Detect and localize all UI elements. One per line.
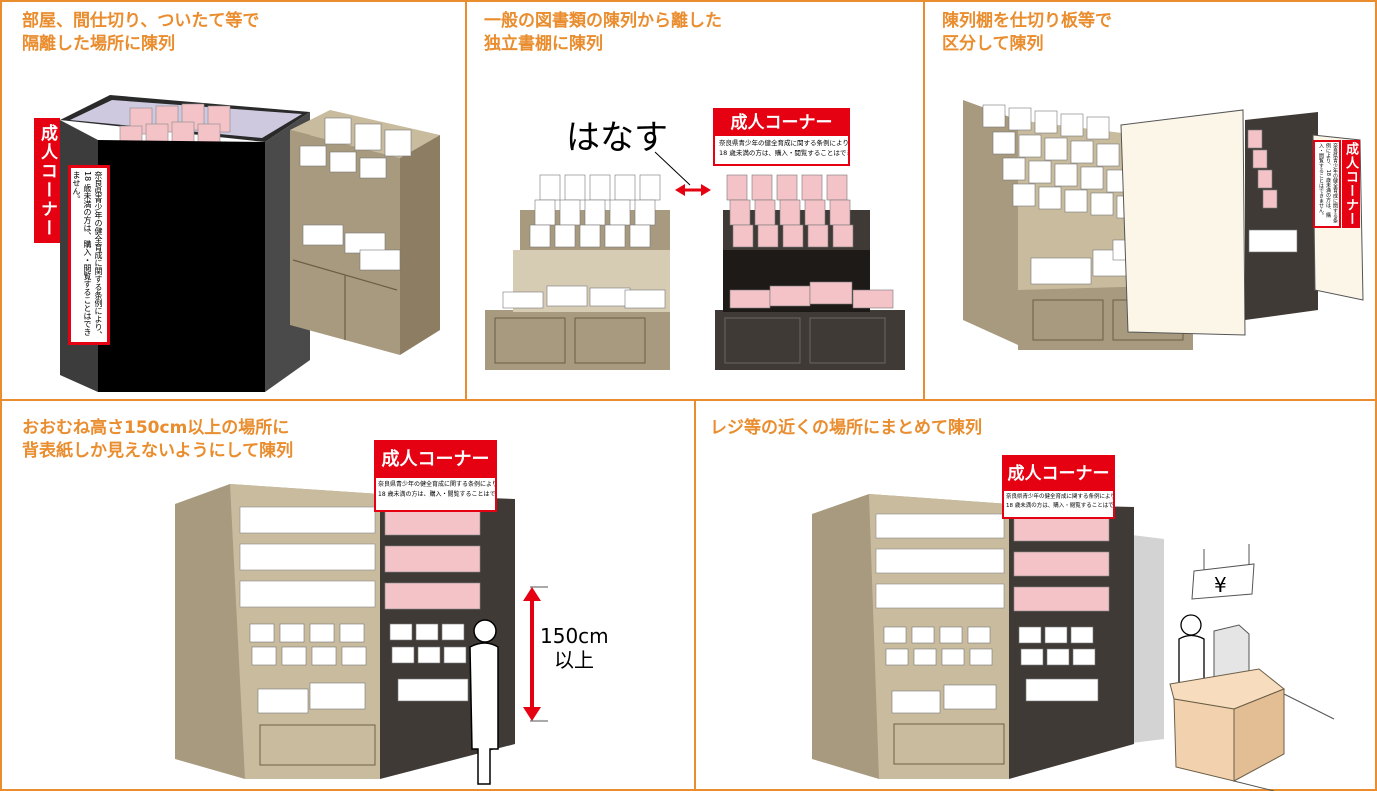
caption-line: 独立書棚に陳列 — [484, 34, 603, 54]
caption-line: 背表紙しか見えないようにして陳列 — [22, 441, 294, 461]
sign-title: 成人コーナー — [376, 442, 495, 478]
sign-text: 奈良県青少年の健全育成に関する条例により、 — [1325, 143, 1338, 223]
separate-callout: はなす — [566, 118, 668, 158]
sign-body: 奈良県青少年の健全育成に関する条例により、 18 歳未満の方は、購入・閲覧するこ… — [1004, 491, 1113, 513]
height-suffix: 以上 — [554, 648, 594, 672]
row-divider — [0, 399, 1377, 401]
panel3-caption: 陳列棚を仕切り板等で 区分して陳列 — [942, 10, 1112, 56]
adult-corner-sign: 成人コーナー 奈良県青少年の健全育成に関する条例により、 18 歳未満の方は、購… — [713, 108, 850, 166]
sign-body: 奈良県青少年の健全育成に関する条例により、 18 歳未満の方は、購入・閲覧するこ… — [715, 136, 848, 160]
sign-title: 成人コーナー — [1004, 457, 1113, 491]
caption-line: 隔離した場所に陳列 — [22, 34, 175, 54]
adult-corner-sign: 成人コーナー 奈良県青少年の健全育成に関する条例により、 18 歳未満の方は、購… — [1002, 455, 1115, 519]
caption-line: 一般の図書類の陳列から離した — [484, 11, 722, 31]
sign-text: 18 歳未満の方は、購入・閲覧することはできません。 — [1318, 143, 1331, 218]
adult-corner-sign: 成人コーナー 奈良県青少年の健全育成に関する条例により、 18 歳未満の方は、購… — [374, 440, 497, 512]
panel4-caption: おおむね高さ150cm以上の場所に 背表紙しか見えないようにして陳列 — [22, 417, 293, 463]
vertical-sign-body: 奈良県青少年の健全育成に関する条例により、 18 歳未満の方は、購入・閲覧するこ… — [1313, 140, 1341, 228]
panel-divider — [694, 399, 696, 791]
sign-text: 18 歳未満の方は、購入・閲覧することはできません。 — [72, 171, 92, 336]
yen-symbol: ¥ — [1214, 573, 1227, 597]
caption-line: 部屋、間仕切り、ついたて等で — [22, 11, 260, 31]
vertical-sign-title: 成人コーナー — [34, 118, 60, 243]
sign-text: 奈良県青少年の健全育成に関する条例により、 — [94, 171, 103, 339]
caption-line: おおむね高さ150cm以上の場所に — [22, 418, 290, 438]
sign-text: 奈良県青少年の健全育成に関する条例により、 — [1006, 494, 1113, 500]
panel2-illustration — [485, 151, 905, 370]
vertical-sign-body: 奈良県青少年の健全育成に関する条例により、 18 歳未満の方は、購入・閲覧するこ… — [68, 165, 110, 345]
caption-line: レジ等の近くの場所にまとめて陳列 — [710, 418, 982, 438]
height-label: 150cm 以上 — [540, 624, 609, 672]
sign-text: 奈良県青少年の健全育成に関する条例により、 — [378, 481, 495, 488]
panel1-caption: 部屋、間仕切り、ついたて等で 隔離した場所に陳列 — [22, 10, 259, 56]
sign-text: 18 歳未満の方は、購入・閲覧することはできません。 — [378, 491, 495, 498]
sign-text: 18 歳未満の方は、購入・閲覧することはできません。 — [1006, 503, 1113, 509]
panel2-caption: 一般の図書類の陳列から離した 独立書棚に陳列 — [484, 10, 722, 56]
panel5-caption: レジ等の近くの場所にまとめて陳列 — [710, 417, 982, 440]
height-value: 150cm — [540, 624, 609, 648]
panel5-illustration: ¥ — [812, 494, 1335, 791]
panel-divider — [923, 0, 925, 401]
panel-divider — [465, 0, 467, 401]
panel3-illustration — [963, 100, 1364, 350]
sign-body: 奈良県青少年の健全育成に関する条例により、 18 歳未満の方は、購入・閲覧するこ… — [376, 478, 495, 502]
caption-line: 区分して陳列 — [942, 34, 1044, 54]
panel4-illustration — [175, 484, 548, 785]
vertical-sign-title: 成人コーナー — [1342, 140, 1360, 228]
sign-title: 成人コーナー — [715, 110, 848, 136]
sign-text: 18 歳未満の方は、購入・閲覧することはできません。 — [719, 149, 848, 157]
sign-text: 奈良県青少年の健全育成に関する条例により、 — [719, 139, 848, 147]
caption-line: 陳列棚を仕切り板等で — [942, 11, 1112, 31]
